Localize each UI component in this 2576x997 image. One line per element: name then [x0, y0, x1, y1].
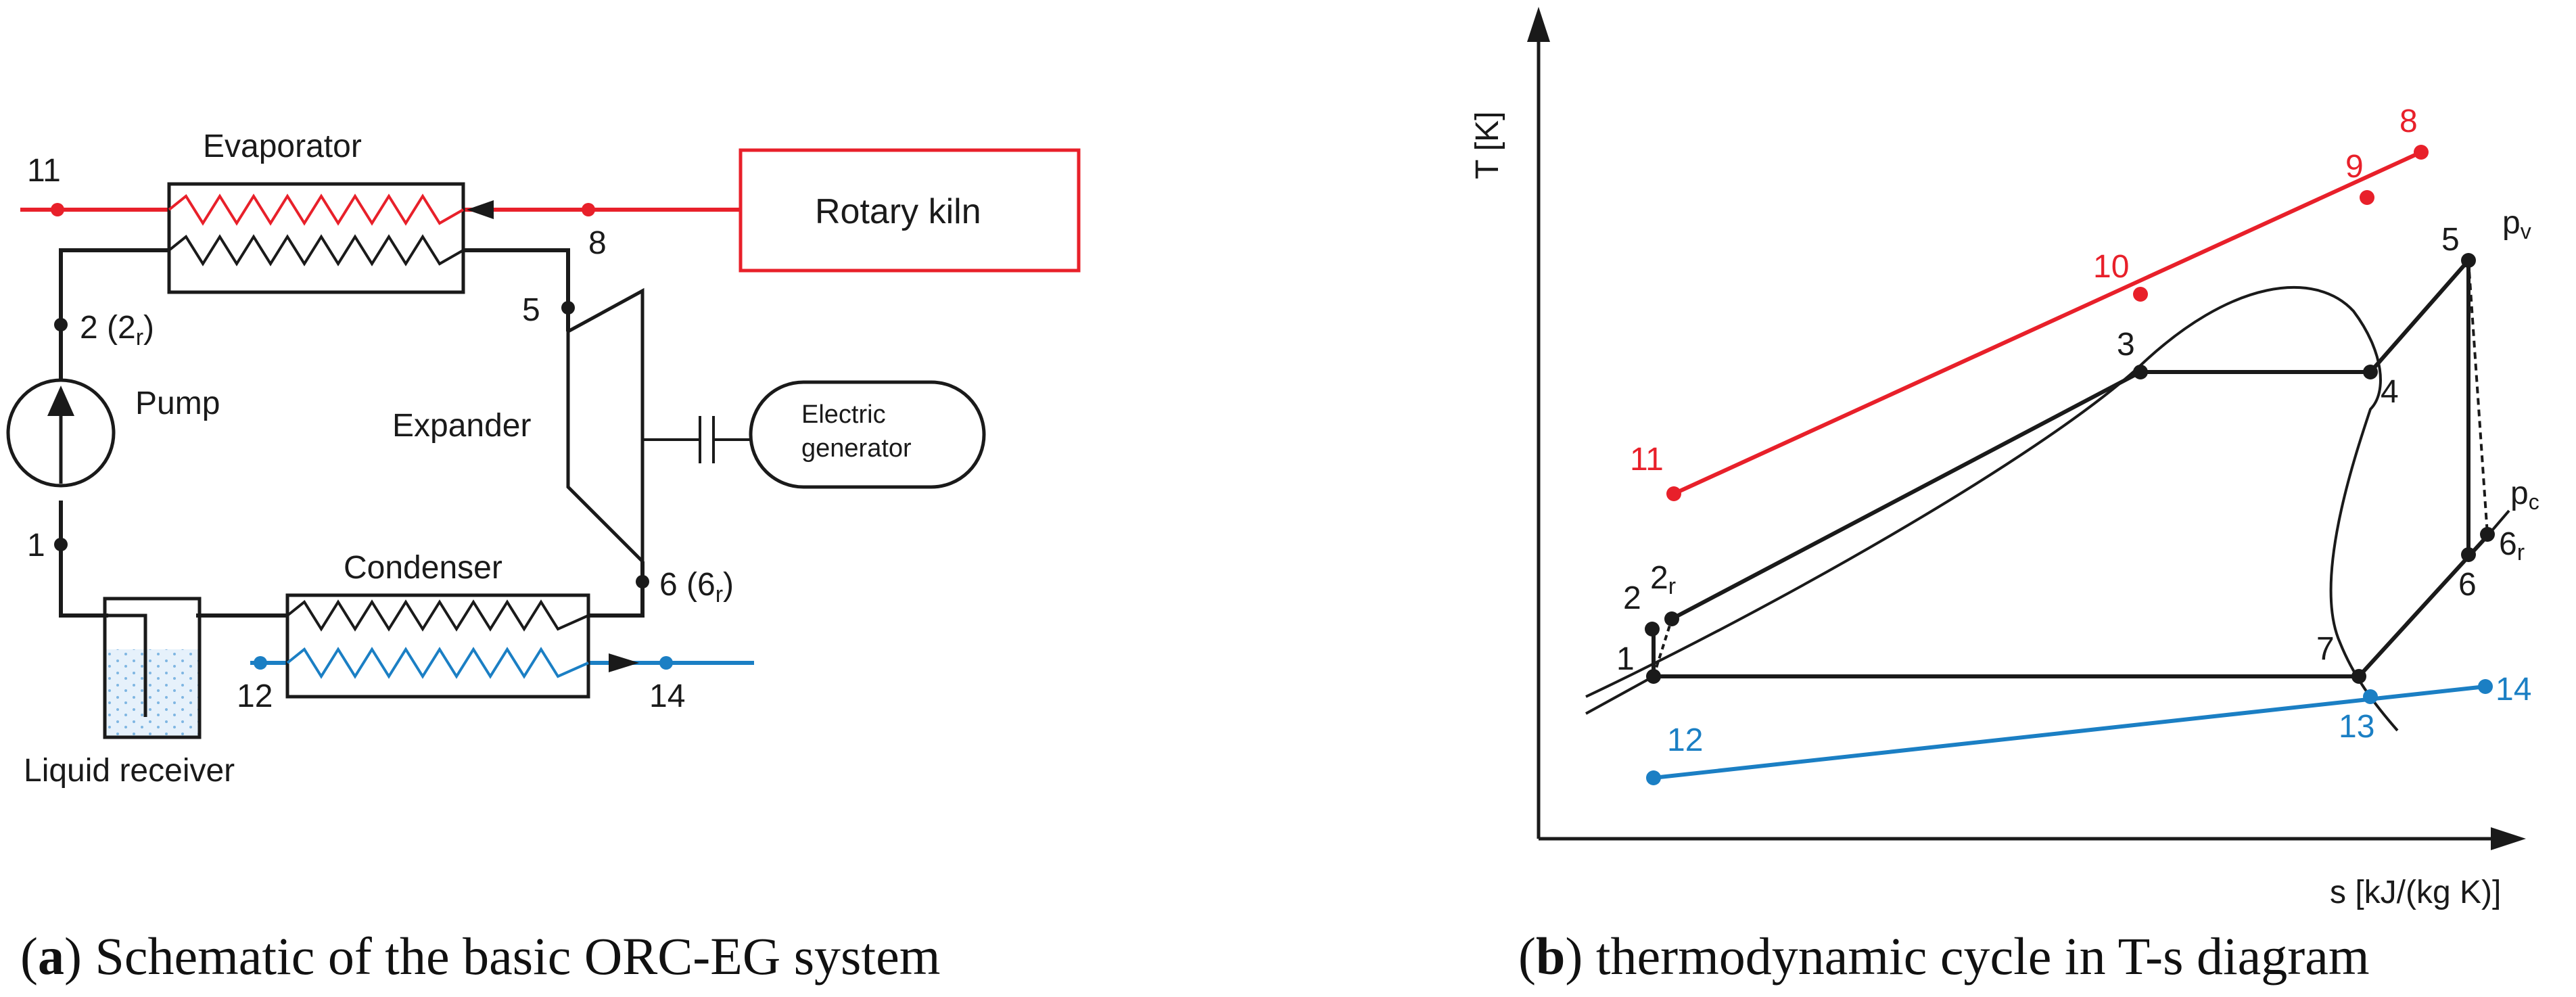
label-5: 5	[522, 292, 540, 328]
state-point-1	[54, 538, 68, 551]
ts-point-2	[1645, 622, 1660, 636]
caption-a: (a) Schematic of the basic ORC-EG system	[20, 927, 940, 986]
rotary-kiln-label: Rotary kiln	[815, 192, 981, 231]
x-axis-arrow	[2491, 827, 2526, 850]
ts-point-11	[1666, 486, 1681, 501]
cycle-line-2r-3	[1670, 370, 2142, 621]
expander-label: Expander	[392, 408, 531, 444]
ts-label-2: 2	[1623, 580, 1641, 616]
ts-label-7: 7	[2316, 631, 2335, 667]
label-14: 14	[649, 678, 685, 714]
heat-source-ts-line	[1672, 150, 2422, 496]
condenser-label: Condenser	[344, 550, 502, 586]
ts-label-1: 1	[1616, 641, 1635, 677]
ts-label-6r: 6r	[2499, 526, 2525, 565]
cycle-line-4-5	[2368, 259, 2470, 373]
condenser-fluid-coil	[286, 599, 589, 632]
ts-label-13: 13	[2339, 709, 2374, 745]
ts-label-9: 9	[2345, 149, 2364, 185]
working-fluid-loop	[59, 248, 645, 618]
label-2: 2 (2r)	[80, 310, 154, 350]
ts-point-6r	[2480, 527, 2495, 542]
ts-point-3	[2133, 365, 2148, 379]
caption-b: (b) thermodynamic cycle in T-s diagram	[1518, 927, 2370, 986]
state-point-11	[51, 203, 64, 216]
isobar-low-pressure	[1585, 509, 2510, 715]
ts-diagram-panel: T [K] s [kJ/(kg K)]	[1470, 7, 2539, 910]
saturation-dome	[1585, 285, 2399, 732]
ts-label-11: 11	[1630, 442, 1664, 478]
x-axis-label: s [kJ/(kg K)]	[2330, 875, 2501, 910]
cooling-water-arrow	[609, 653, 639, 672]
ts-label-6: 6	[2458, 567, 2477, 603]
electric-generator-label-1: Electric	[801, 400, 886, 429]
evaporator-label: Evaporator	[203, 129, 362, 164]
pump-label: Pump	[135, 386, 220, 421]
ts-point-8	[2414, 145, 2429, 160]
ts-label-5: 5	[2441, 222, 2460, 258]
label-11: 11	[27, 153, 61, 189]
heat-source-arrow	[467, 200, 494, 219]
liquid-receiver-box	[103, 597, 202, 739]
schematic-panel: Evaporator Rotary kiln Pump Expander Ele…	[6, 129, 1081, 789]
expander-symbol	[566, 287, 645, 566]
state-point-6	[636, 575, 649, 588]
liquid-receiver-label: Liquid receiver	[24, 753, 235, 789]
y-axis-label: T [K]	[1470, 112, 1505, 179]
ts-label-4: 4	[2381, 374, 2399, 410]
label-1: 1	[27, 528, 45, 563]
state-point-12	[254, 656, 267, 670]
ts-label-2r: 2r	[1650, 560, 1676, 599]
ts-label-pv: pv	[2502, 205, 2531, 244]
condenser-cooling-coil	[286, 647, 589, 679]
ts-point-4	[2363, 365, 2378, 379]
rotary-kiln-box	[739, 148, 1081, 273]
state-point-14	[659, 656, 673, 670]
state-point-2	[54, 318, 68, 331]
ts-point-6	[2461, 547, 2476, 562]
state-point-5	[561, 301, 575, 315]
cycle-line-5-6r	[2467, 260, 2489, 535]
electric-generator-box	[749, 380, 986, 489]
evaporator-fluid-coil	[168, 234, 464, 266]
ts-label-pc: pc	[2510, 476, 2539, 514]
y-axis-arrow	[1527, 7, 1550, 42]
ts-point-1	[1646, 669, 1661, 684]
state-point-8	[582, 203, 595, 216]
ts-label-14: 14	[2496, 672, 2531, 708]
cooling-ts-line	[1653, 685, 2486, 780]
condenser-box	[285, 593, 590, 699]
ts-label-10: 10	[2093, 249, 2129, 285]
liquid-receiver-dip-tube	[108, 613, 147, 717]
ts-point-13	[2363, 689, 2378, 704]
liquid-receiver-liquid	[105, 649, 200, 737]
electric-generator-label-2: generator	[801, 434, 912, 463]
ts-point-10	[2133, 287, 2148, 302]
evaporator-hot-coil	[168, 193, 464, 226]
label-8: 8	[588, 225, 607, 261]
ts-label-8: 8	[2399, 103, 2418, 139]
label-12: 12	[237, 678, 273, 714]
ts-label-3: 3	[2117, 327, 2135, 363]
cycle-line-1-2r	[1652, 618, 1673, 677]
ts-point-7	[2351, 669, 2366, 684]
ts-point-5	[2461, 253, 2476, 268]
ts-label-12: 12	[1667, 722, 1703, 758]
ts-point-12	[1646, 770, 1661, 785]
ts-point-9	[2360, 190, 2374, 205]
label-6: 6 (6r)	[659, 567, 734, 607]
ts-point-2r	[1664, 611, 1679, 626]
ts-point-14	[2478, 679, 2493, 694]
